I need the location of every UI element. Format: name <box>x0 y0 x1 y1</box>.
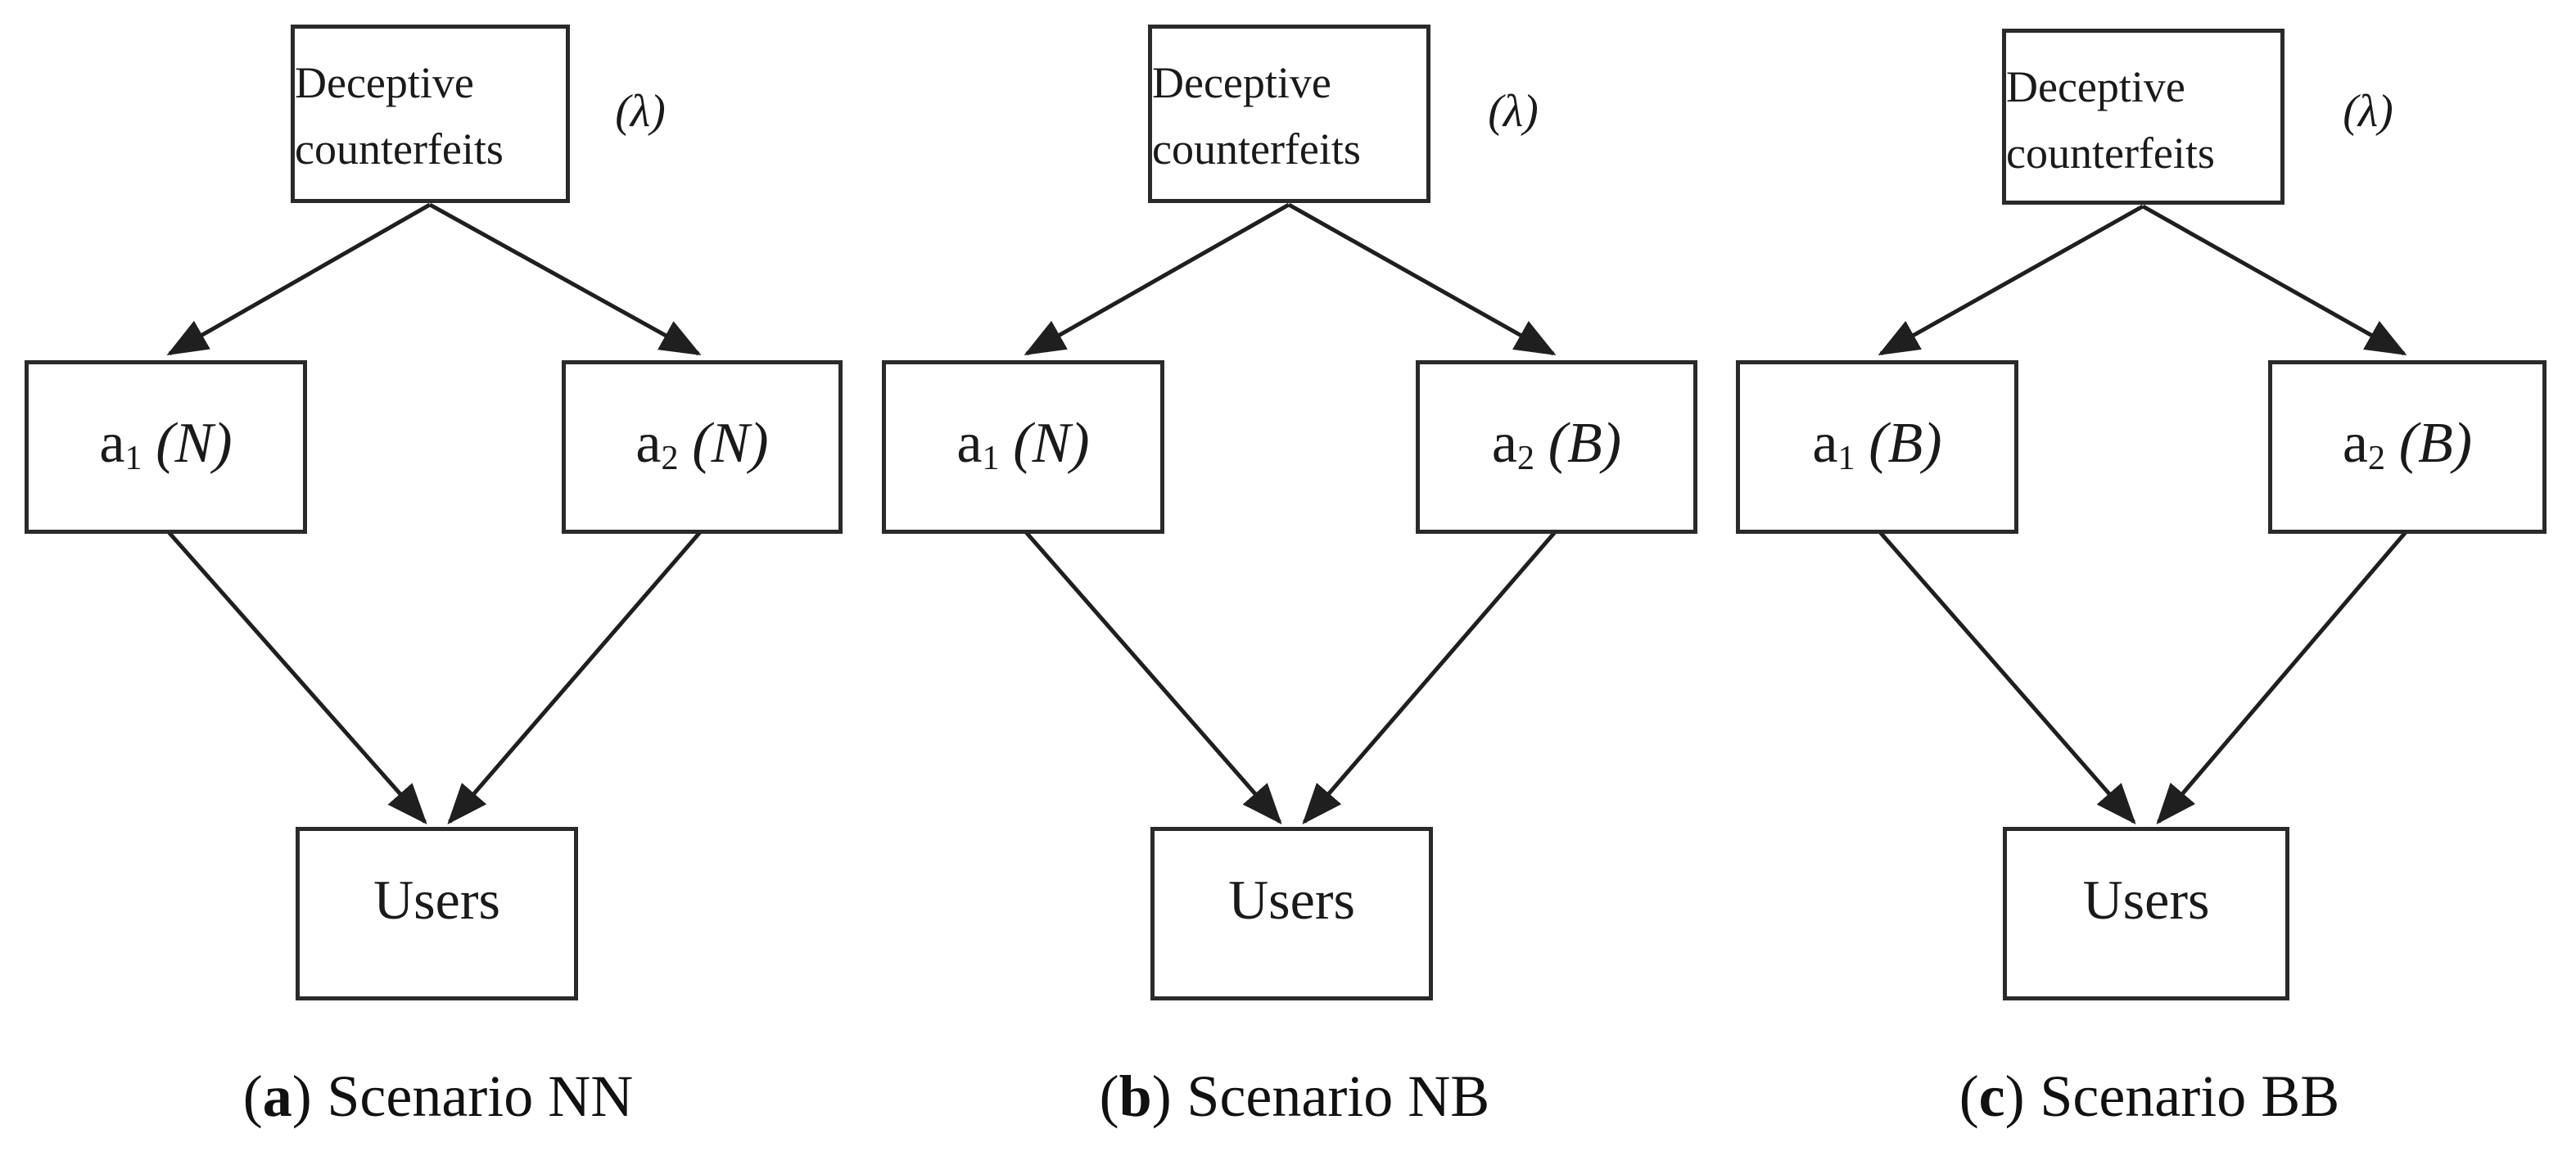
users-node-b: Users <box>1150 827 1433 1000</box>
arrow-a2-to-users-c <box>2156 531 2407 825</box>
source-label-a: Deceptive counterfeits <box>295 58 504 174</box>
caption-letter-b: b <box>1119 1063 1152 1129</box>
users-label-a: Users <box>373 868 500 931</box>
channel-a1-qual-b: (N) <box>1013 412 1090 475</box>
channel-a2-base-a: a <box>635 412 662 475</box>
arrow-a1-to-users-b <box>1024 531 1282 825</box>
source-node-c: Deceptive counterfeits <box>2002 29 2285 205</box>
source-node-b: Deceptive counterfeits <box>1148 25 1430 203</box>
caption-close-c: ) <box>2004 1063 2025 1129</box>
arrow-a1-to-users-c <box>1878 531 2136 825</box>
caption-text-b: Scenario NB <box>1186 1063 1490 1129</box>
arrow-a2-to-users-b <box>1302 531 1557 825</box>
caption-open-c: ( <box>1959 1063 1979 1129</box>
panel-caption-b: (b)Scenario NB <box>1024 1063 1565 1131</box>
users-node-a: Users <box>296 827 578 1000</box>
arrow-source-to-a1-a <box>166 202 432 356</box>
caption-letter-a: a <box>262 1063 292 1129</box>
source-node-a: Deceptive counterfeits <box>291 25 570 203</box>
caption-text-c: Scenario BB <box>2040 1063 2340 1129</box>
arrow-a2-to-users-a <box>447 531 702 825</box>
source-label-c: Deceptive counterfeits <box>2006 62 2215 178</box>
channel-a1-qual-a: (N) <box>156 412 233 475</box>
arrow-a1-to-users-a <box>167 531 427 824</box>
channel-a2-base-b: a <box>1491 412 1517 475</box>
channel-a2-qual-a: (N) <box>692 412 769 475</box>
channel-a2-base-c: a <box>2342 412 2368 475</box>
rate-label-b: (λ) <box>1488 86 1539 137</box>
channel-a2-qual-c: (B) <box>2398 412 2473 475</box>
channel-a2-qual-b: (B) <box>1548 412 1622 475</box>
arrow-source-to-a1-b <box>1024 202 1290 356</box>
users-label-c: Users <box>2082 868 2210 931</box>
channel-a1-base-a: a <box>99 412 125 475</box>
caption-open-a: ( <box>242 1063 263 1129</box>
caption-close-b: ) <box>1151 1063 1172 1129</box>
panel-caption-c: (c)Scenario BB <box>1879 1063 2420 1131</box>
rate-label-a: (λ) <box>615 86 666 137</box>
arrow-source-to-a2-c <box>2141 204 2407 356</box>
users-label-b: Users <box>1228 868 1355 931</box>
source-label-b: Deceptive counterfeits <box>1152 58 1361 174</box>
caption-open-b: ( <box>1099 1063 1119 1129</box>
arrow-source-to-a2-a <box>428 202 702 356</box>
caption-letter-c: c <box>1978 1063 2005 1129</box>
users-node-c: Users <box>2003 827 2289 1000</box>
panel-caption-a: (a)Scenario NN <box>168 1063 708 1131</box>
channel-a1-base-c: a <box>1812 412 1838 475</box>
channel-a1-qual-c: (B) <box>1869 412 1942 475</box>
caption-text-a: Scenario NN <box>327 1063 634 1129</box>
arrow-source-to-a2-b <box>1287 202 1557 356</box>
channel-a1-base-b: a <box>956 412 983 475</box>
arrow-source-to-a1-c <box>1878 204 2144 356</box>
rate-label-c: (λ) <box>2343 86 2393 137</box>
caption-close-a: ) <box>291 1063 312 1129</box>
